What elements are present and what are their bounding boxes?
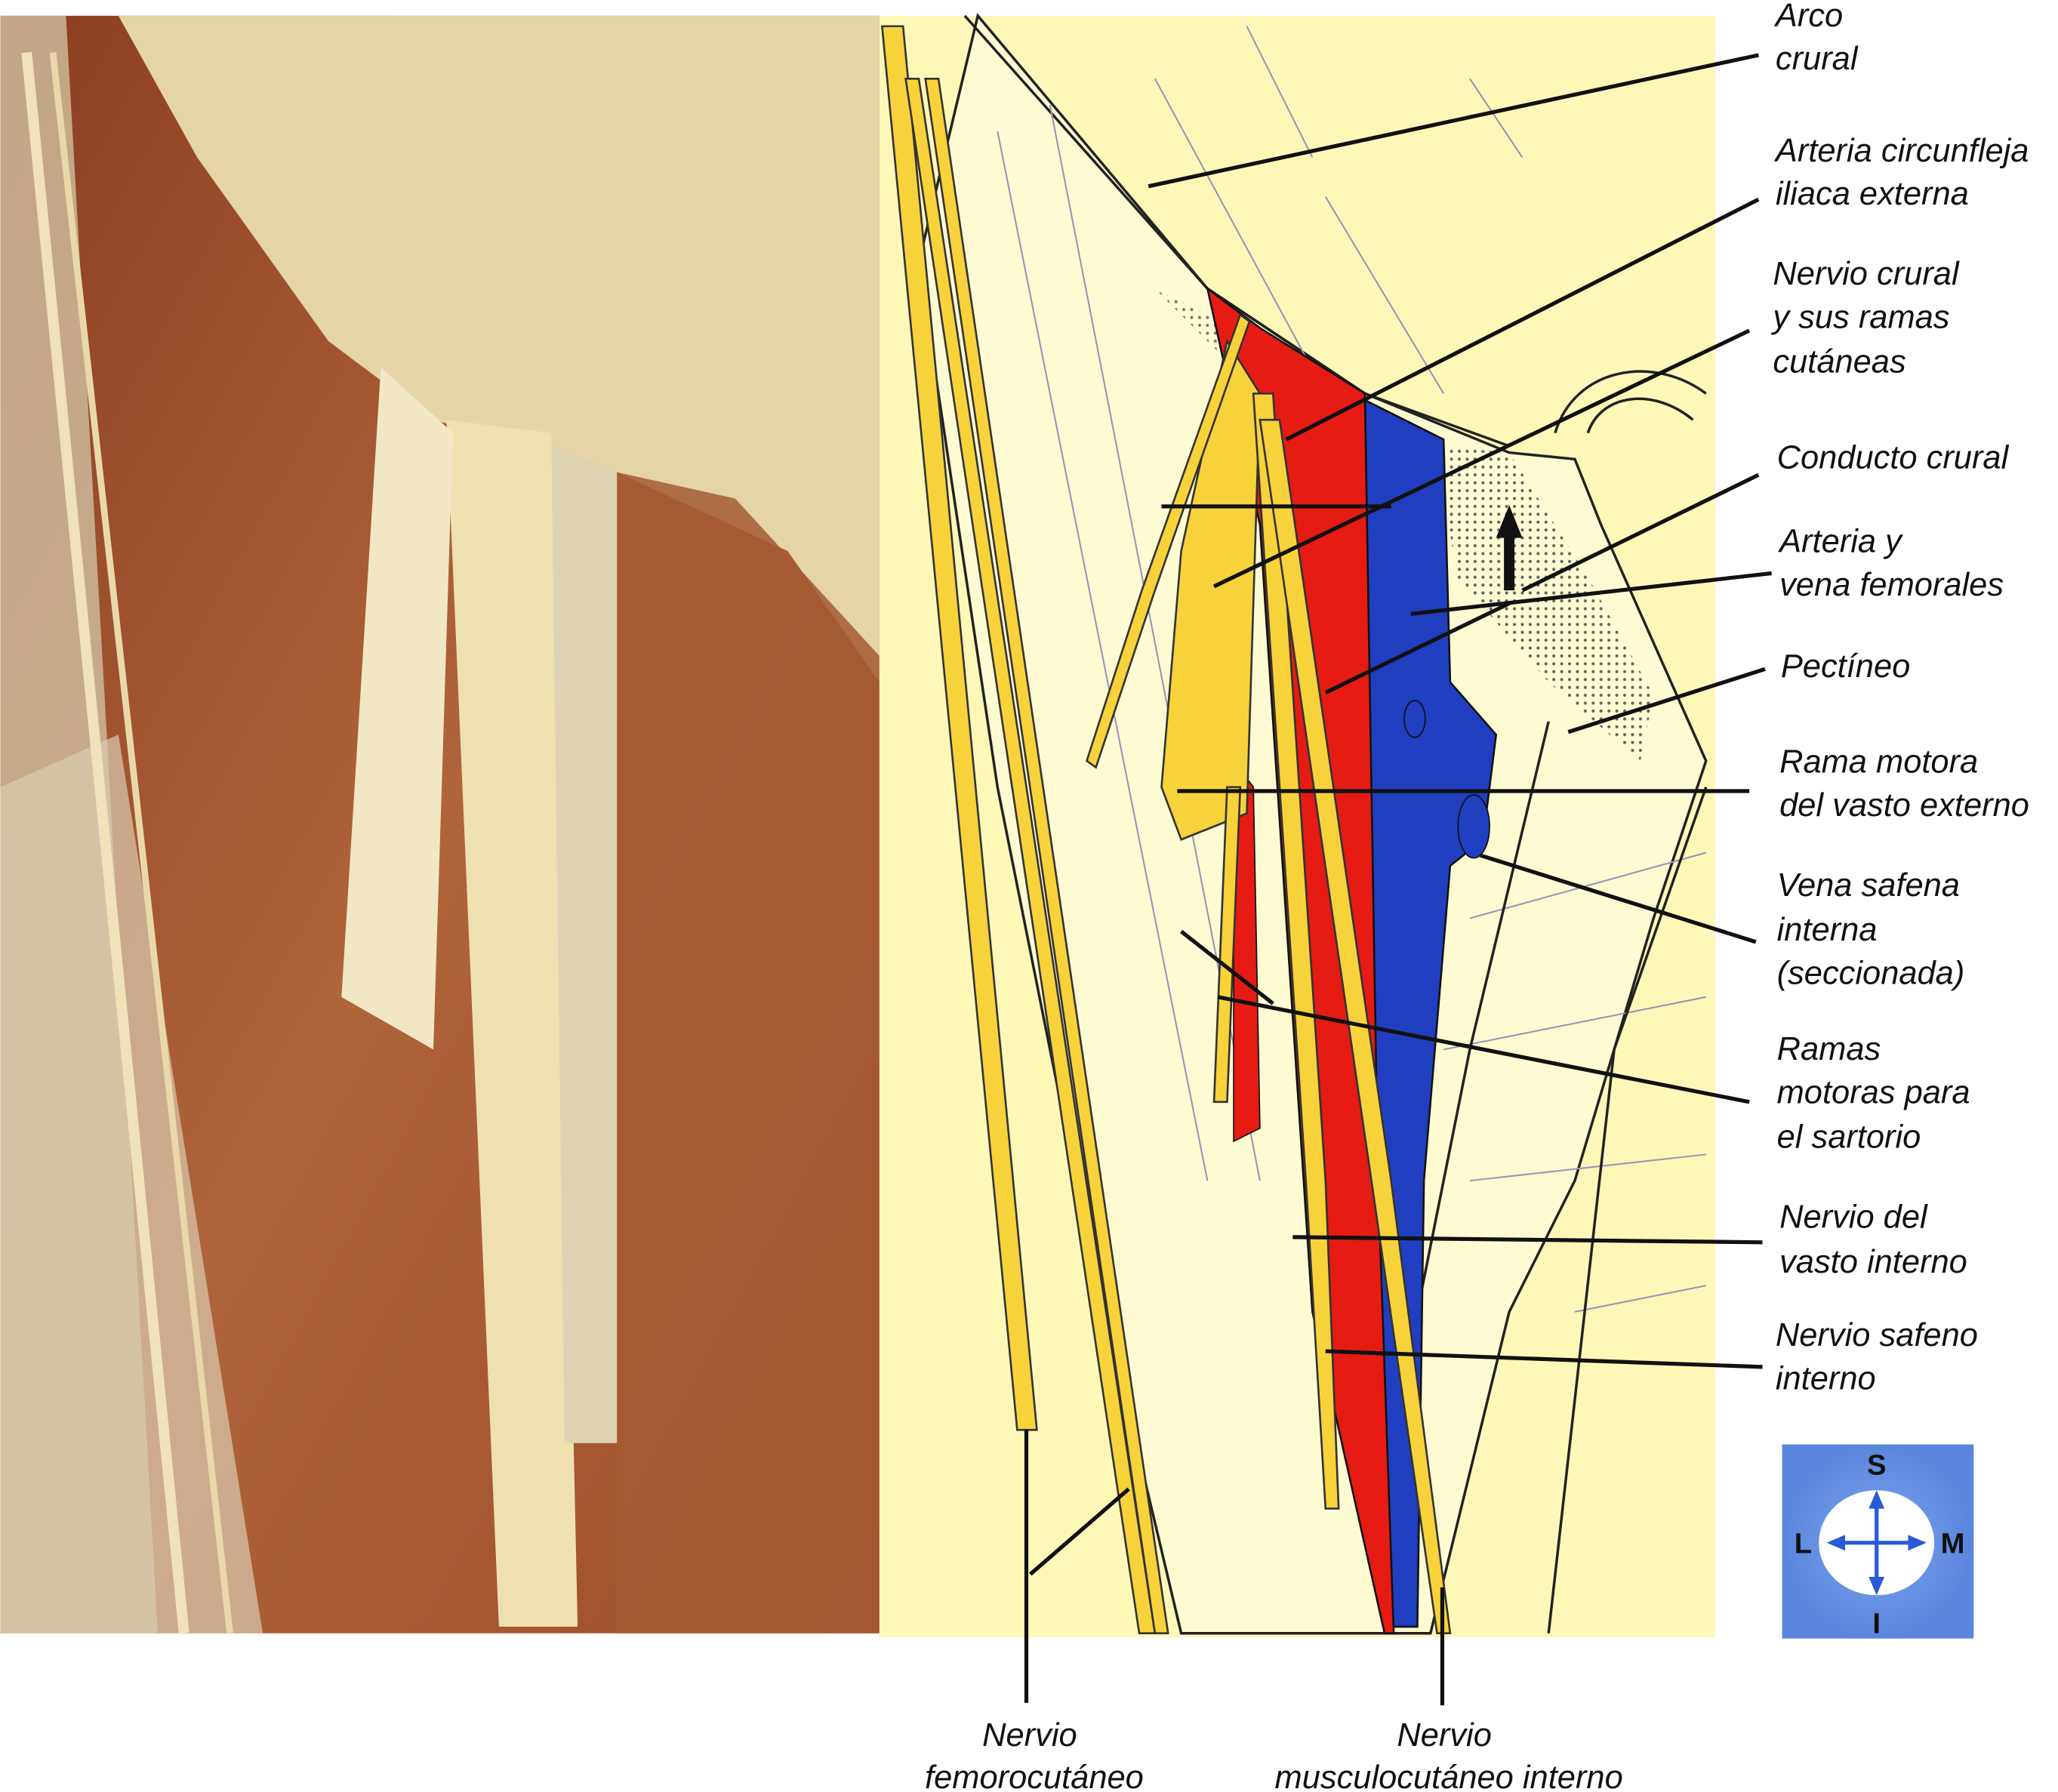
nervio-vasto-interno xyxy=(1259,418,1452,1635)
label-nervio-crural: Nervio crural y sus ramas cutáneas xyxy=(1770,256,1967,380)
leader-lines xyxy=(1024,53,1772,1706)
label-nervio-safeno: Nervio safeno interno xyxy=(1776,1317,1987,1396)
label-arteria-vena-femorales: Arteria y vena femorales xyxy=(1777,524,2004,603)
orientation-compass: S I L M xyxy=(1782,1444,1974,1640)
label-nervio-vasto-interno: Nervio del vasto interno xyxy=(1779,1199,1967,1280)
nervio-femorocutaneo-drawing xyxy=(880,25,1038,1431)
nervio-safeno xyxy=(1252,393,1340,1510)
compass-superior: S xyxy=(1867,1449,1887,1481)
label-rama-motora: Rama motora del vasto externo xyxy=(1779,744,2029,824)
compass-arrows-icon xyxy=(1826,1490,1927,1596)
compass-lateral: L xyxy=(1795,1528,1812,1560)
labels: Arco crural Arteria circunfleja iliaca e… xyxy=(925,0,2038,1792)
label-vena-safena: Vena safena interna (seccionada) xyxy=(1777,867,1969,991)
schematic-drawing xyxy=(879,13,1715,1637)
compass-medial: M xyxy=(1941,1528,1965,1560)
label-pectineo: Pectíneo xyxy=(1781,648,1910,685)
label-arco-crural: Arco crural xyxy=(1773,0,1859,77)
label-conducto-crural: Conducto crural xyxy=(1777,439,2010,476)
label-nervio-musculocutaneo: Nervio musculocutáneo interno xyxy=(1275,1717,1623,1792)
arrow-up-icon xyxy=(1496,505,1523,538)
label-nervio-femorocutaneo: Nervio femorocutáneo xyxy=(925,1717,1144,1792)
label-ramas-motoras: Ramas motoras para el sartorio xyxy=(1777,1031,1979,1155)
compass-inferior: I xyxy=(1872,1608,1881,1640)
dissection-photo xyxy=(0,15,880,1634)
label-arteria-circunfleja: Arteria circunfleja iliaca externa xyxy=(1773,133,2038,212)
